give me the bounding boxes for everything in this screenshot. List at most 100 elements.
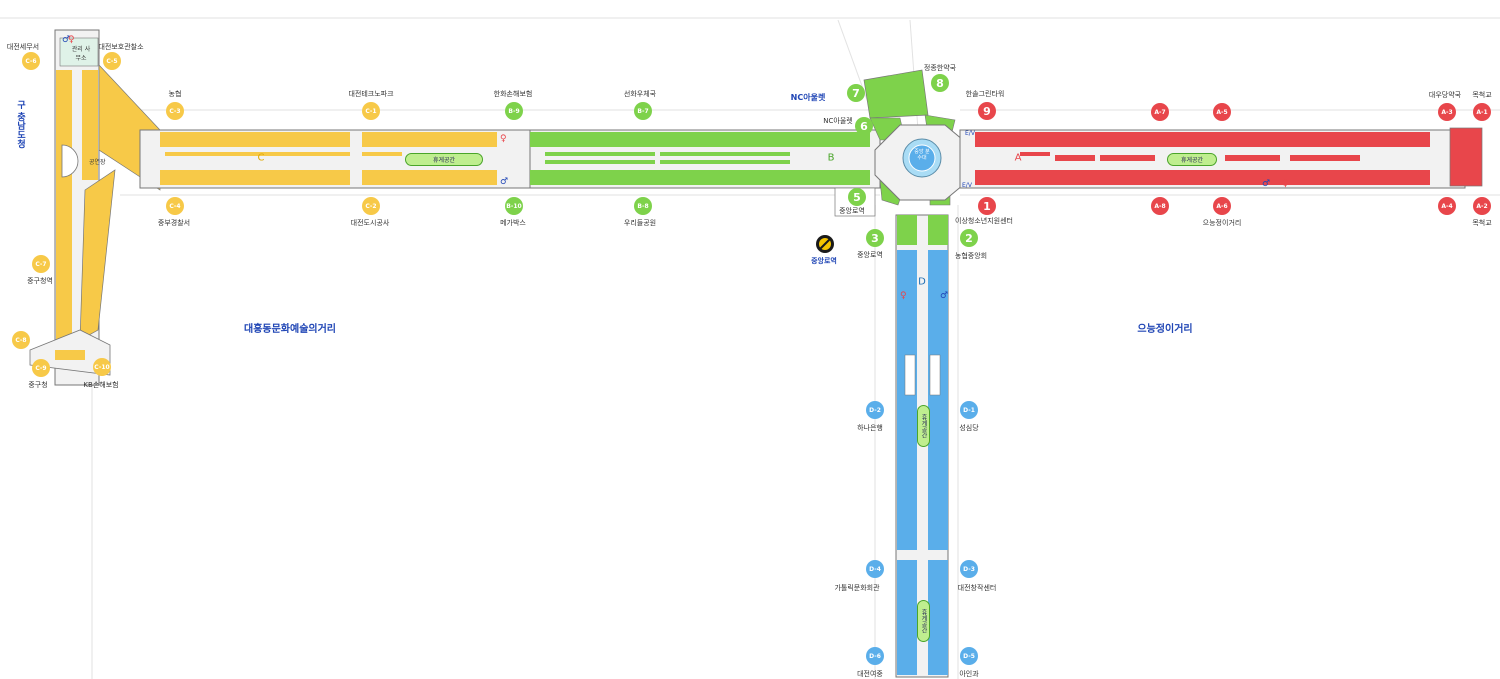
exit-badge-b9[interactable]: B-9 xyxy=(505,102,523,120)
station-exit-label-5: 중앙로역 xyxy=(839,207,865,215)
exit-badge-c1[interactable]: C-1 xyxy=(362,102,380,120)
road-lines xyxy=(0,17,1500,679)
ev-label-top: E/V xyxy=(965,130,975,137)
exit-label-a6: 으능정이거리 xyxy=(1202,219,1242,227)
station-exit-label-8: 정종한약국 xyxy=(923,64,957,72)
exit-badge-d1[interactable]: D-1 xyxy=(960,401,978,419)
rest-area-a: 휴게공간 xyxy=(1167,153,1217,166)
exit-badge-a6[interactable]: A-6 xyxy=(1213,197,1231,215)
section-label-c: C xyxy=(257,152,265,164)
exit-badge-c3[interactable]: C-3 xyxy=(166,102,184,120)
zone-c-corridor xyxy=(29,29,531,386)
station-exit-3[interactable]: 3 xyxy=(866,229,884,247)
exit-badge-c9[interactable]: C-9 xyxy=(32,359,50,377)
zone-a-corridor xyxy=(959,127,1483,189)
svg-text:♀: ♀ xyxy=(500,134,507,144)
station-exit-8[interactable]: 8 xyxy=(931,74,949,92)
exit-badge-c5[interactable]: C-5 xyxy=(103,52,121,70)
exit-badge-d2[interactable]: D-2 xyxy=(866,401,884,419)
exit-label-c2: 대전도시공사 xyxy=(350,219,390,227)
station-exit-label-6: NC아울렛 xyxy=(823,117,853,125)
section-label-d: D xyxy=(918,276,926,288)
exit-badge-d4[interactable]: D-4 xyxy=(866,560,884,578)
exit-label-c3: 농협 xyxy=(168,90,182,98)
center-hub xyxy=(874,124,976,201)
exit-badge-a2[interactable]: A-2 xyxy=(1473,197,1491,215)
station-exit-1[interactable]: 1 xyxy=(978,197,996,215)
station-exit-9[interactable]: 9 xyxy=(978,102,996,120)
exit-badge-c10[interactable]: C-10 xyxy=(93,358,111,376)
exit-badge-a3[interactable]: A-3 xyxy=(1438,103,1456,121)
exit-label-d5: 아인과 xyxy=(959,670,979,678)
svg-text:♂: ♂ xyxy=(940,291,948,301)
exit-label-c7: 중구청역 xyxy=(27,277,53,285)
section-label-a: A xyxy=(1014,152,1022,164)
exit-label-c1: 대전테크노파크 xyxy=(348,90,394,98)
svg-text:♀: ♀ xyxy=(1282,179,1289,189)
exit-label-c10: KB손해보험 xyxy=(83,381,119,389)
exit-label-d4: 가톨릭문화회관 xyxy=(834,584,880,592)
exit-label-a2: 목척교 xyxy=(1472,219,1492,227)
station-exit-6[interactable]: 6 xyxy=(855,117,873,135)
admin-office-label: 관리 사무소 xyxy=(71,46,91,62)
rest-area-d1-label: 휴게공간 xyxy=(920,414,927,438)
street-label-west: 대흥동문화예술의거리 xyxy=(244,324,336,335)
exit-label-c5: 대전보호관찰소 xyxy=(98,43,144,51)
station-exit-label-3: 중앙로역 xyxy=(857,251,883,259)
exit-badge-d5[interactable]: D-5 xyxy=(960,647,978,665)
exit-badge-b8[interactable]: B-8 xyxy=(634,197,652,215)
stage-label: 공연장 xyxy=(89,159,106,166)
exit-badge-b7[interactable]: B-7 xyxy=(634,102,652,120)
exit-label-d3: 대전창작센터 xyxy=(957,584,997,592)
station-exit-label-2: 농협중앙회 xyxy=(954,252,988,260)
station-label: 중앙로역 xyxy=(811,257,837,265)
exit-label-b7: 선화우체국 xyxy=(623,90,657,98)
exit-label-b10: 메가박스 xyxy=(500,219,526,227)
exit-label-d1: 성심당 xyxy=(959,424,979,432)
exit-label-a3: 대우당약국 xyxy=(1428,91,1462,99)
svg-text:♀: ♀ xyxy=(68,35,75,45)
exit-label-c9: 중구청 xyxy=(28,381,48,389)
ev-label-bottom: E/V xyxy=(962,182,972,189)
exit-badge-a5[interactable]: A-5 xyxy=(1213,103,1231,121)
exit-badge-a7[interactable]: A-7 xyxy=(1151,103,1169,121)
subway-logo-icon xyxy=(816,235,834,253)
exit-badge-c6[interactable]: C-6 xyxy=(22,52,40,70)
rest-area-c: 휴게공간 xyxy=(405,153,483,166)
section-label-b: B xyxy=(827,152,835,164)
restroom-icon: ♂ ♀ ♀ ♂ ♀ ♂ ♂ ♀ xyxy=(62,35,1289,301)
exit-label-d6: 대전여중 xyxy=(857,670,883,678)
street-label-nc: NC아울렛 xyxy=(790,93,826,102)
exit-label-b9: 한화손해보험 xyxy=(493,90,533,98)
exit-badge-a8[interactable]: A-8 xyxy=(1151,197,1169,215)
exit-label-d2: 하나은행 xyxy=(857,424,883,432)
station-exit-7[interactable]: 7 xyxy=(847,84,865,102)
rest-area-d2-label: 휴게공간 xyxy=(920,609,927,633)
center-hub-label: 중앙 분수대 xyxy=(914,149,930,161)
rest-area-d1: 휴게공간 xyxy=(917,405,930,447)
exit-label-a1: 목척교 xyxy=(1472,91,1492,99)
rest-area-d2: 휴게공간 xyxy=(917,600,930,642)
svg-text:♂: ♂ xyxy=(1262,179,1270,189)
svg-text:♂: ♂ xyxy=(62,35,70,45)
exit-badge-c2[interactable]: C-2 xyxy=(362,197,380,215)
station-exit-5[interactable]: 5 xyxy=(848,188,866,206)
station-exit-label-9: 한솔그린타워 xyxy=(965,90,1005,98)
zone-b-corridor xyxy=(529,69,956,217)
exit-badge-a1[interactable]: A-1 xyxy=(1473,103,1491,121)
exit-badge-a4[interactable]: A-4 xyxy=(1438,197,1456,215)
station-exit-2[interactable]: 2 xyxy=(960,229,978,247)
exit-badge-c4[interactable]: C-4 xyxy=(166,197,184,215)
exit-label-b8: 우리들공원 xyxy=(623,219,657,227)
exit-badge-d3[interactable]: D-3 xyxy=(960,560,978,578)
exit-label-c4: 중부경찰서 xyxy=(157,219,191,227)
exit-badge-c8[interactable]: C-8 xyxy=(12,331,30,349)
svg-text:♂: ♂ xyxy=(500,177,508,187)
exit-label-c6: 대전세무서 xyxy=(6,43,40,51)
svg-text:♀: ♀ xyxy=(900,291,907,301)
exit-badge-c7[interactable]: C-7 xyxy=(32,255,50,273)
exit-badge-d6[interactable]: D-6 xyxy=(866,647,884,665)
exit-badge-b10[interactable]: B-10 xyxy=(505,197,523,215)
street-label-east: 으능정이거리 xyxy=(1137,324,1193,335)
